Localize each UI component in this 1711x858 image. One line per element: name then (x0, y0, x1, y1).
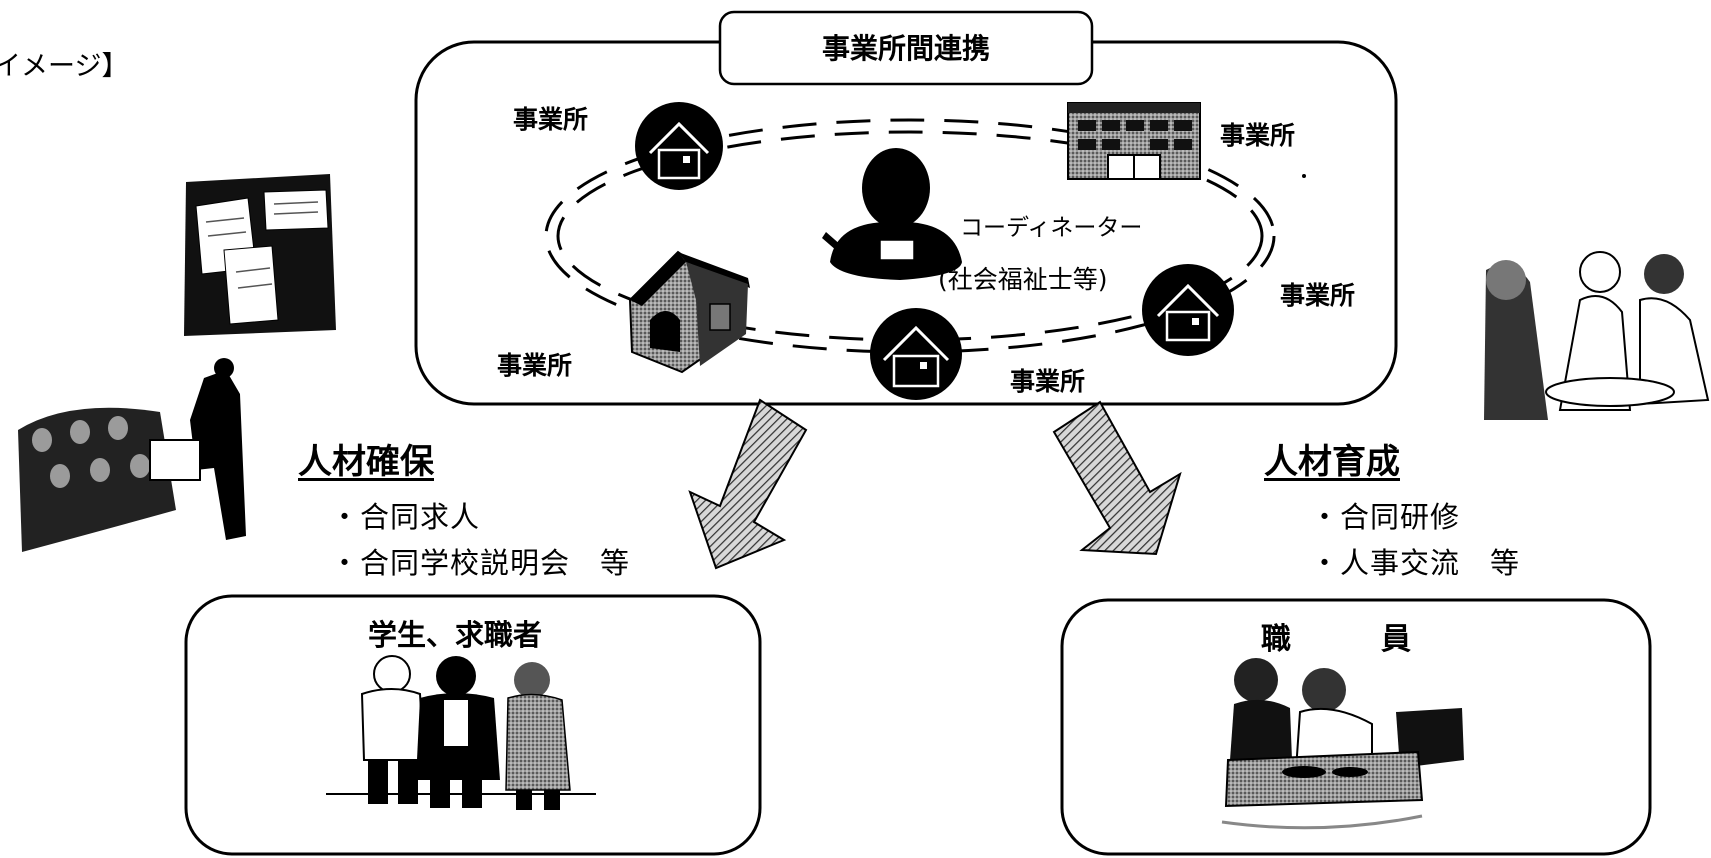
office-label: 事業所 (497, 351, 573, 380)
students-box-frame (184, 594, 762, 856)
dot-mark (1302, 174, 1306, 178)
development-bullet: ・合同研修 (1310, 500, 1461, 534)
office-cottage-icon (628, 250, 750, 374)
hub-title-tab (718, 10, 1094, 86)
office-label: 事業所 (1280, 281, 1356, 310)
coordinator-icon (822, 148, 962, 280)
development-bullet: ・人事交流 等 (1310, 546, 1521, 580)
office-building-icon (1067, 102, 1201, 180)
right-down-arrow (1052, 400, 1182, 556)
office-label: 事業所 (1010, 367, 1086, 396)
image-caption-fragment: イメージ】 (0, 51, 129, 82)
staff-box-title: 職 員 (1261, 622, 1441, 657)
recruitment-bullet: ・合同求人 (330, 500, 481, 534)
students-box-title: 学生、求職者 (368, 618, 543, 652)
office-label: 事業所 (513, 105, 589, 134)
office-house-icon (870, 308, 962, 400)
office-house-icon (635, 102, 723, 190)
coordinator-label: コーディネーター (960, 215, 1143, 241)
recruitment-bullet: ・合同学校説明会 等 (330, 546, 631, 580)
hub-title: 事業所間連携 (821, 32, 990, 65)
bulletin-board-illustration (184, 174, 336, 336)
seminar-illustration (18, 358, 246, 552)
students-illustration (326, 655, 596, 810)
coordinator-role-label: (社会福祉士等) (938, 265, 1108, 294)
meeting-illustration (1484, 251, 1710, 420)
development-heading: 人材育成 (1264, 442, 1400, 482)
recruitment-heading: 人材確保 (298, 442, 434, 482)
left-down-arrow (688, 398, 808, 570)
office-house-icon (1142, 264, 1234, 356)
staff-box-frame (1060, 598, 1652, 856)
staff-illustration (1221, 658, 1464, 830)
office-label: 事業所 (1220, 121, 1296, 150)
